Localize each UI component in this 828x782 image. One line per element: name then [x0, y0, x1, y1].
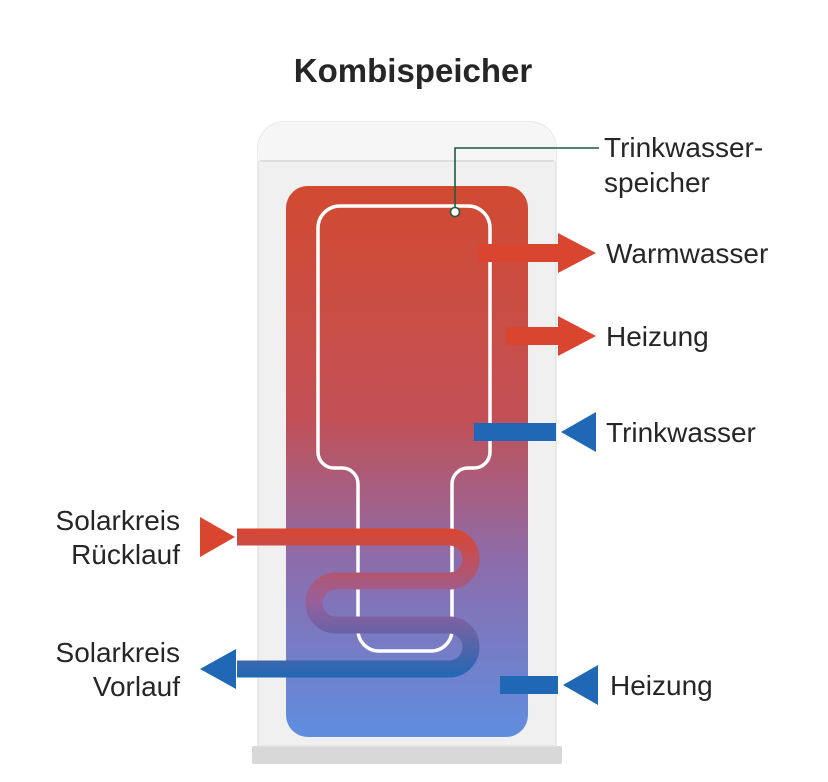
label-solar-ruecklauf-line1: Solarkreis: [56, 505, 180, 536]
leader-line: [454, 147, 599, 208]
warmwasser-arrow-head: [558, 233, 596, 273]
tank-base: [252, 746, 562, 764]
label-warmwasser: Warmwasser: [606, 238, 768, 269]
label-solar-vorlauf-line1: Solarkreis: [56, 637, 180, 668]
page-title: Kombispeicher: [294, 52, 533, 89]
tank-lid-cap: [258, 122, 556, 161]
label-heizung-top: Heizung: [606, 321, 709, 352]
heizung-bottom-arrow-head: [563, 665, 598, 705]
leader-dot: [449, 206, 461, 218]
solar-vorlauf-arrow-head: [200, 649, 236, 689]
label-solar-vorlauf-line2: Vorlauf: [93, 671, 180, 702]
label-solar-ruecklauf-line2: Rücklauf: [71, 539, 180, 570]
heizung-bottom-arrow-shaft: [500, 676, 558, 694]
heizung-bottom-arrow: [500, 665, 598, 705]
label-trinkwasserspeicher-line2: speicher: [604, 167, 710, 198]
trinkwasser-arrow: [474, 412, 596, 452]
solar-ruecklauf-arrow-head: [200, 517, 235, 557]
heizung-top-arrow-head: [558, 316, 596, 356]
tank-water-gradient: [286, 186, 528, 737]
label-heizung-bottom: Heizung: [610, 670, 713, 701]
warmwasser-arrow: [478, 233, 596, 273]
label-trinkwasser: Trinkwasser: [606, 417, 756, 448]
trinkwasser-arrow-shaft: [474, 423, 556, 441]
solar-coil: [237, 528, 480, 678]
trinkwasser-arrow-head: [561, 412, 596, 452]
label-trinkwasserspeicher-line1: Trinkwasser-: [604, 132, 763, 163]
heizung-top-arrow-shaft: [506, 327, 558, 345]
heizung-top-arrow: [506, 316, 596, 356]
warmwasser-arrow-shaft: [478, 244, 558, 262]
